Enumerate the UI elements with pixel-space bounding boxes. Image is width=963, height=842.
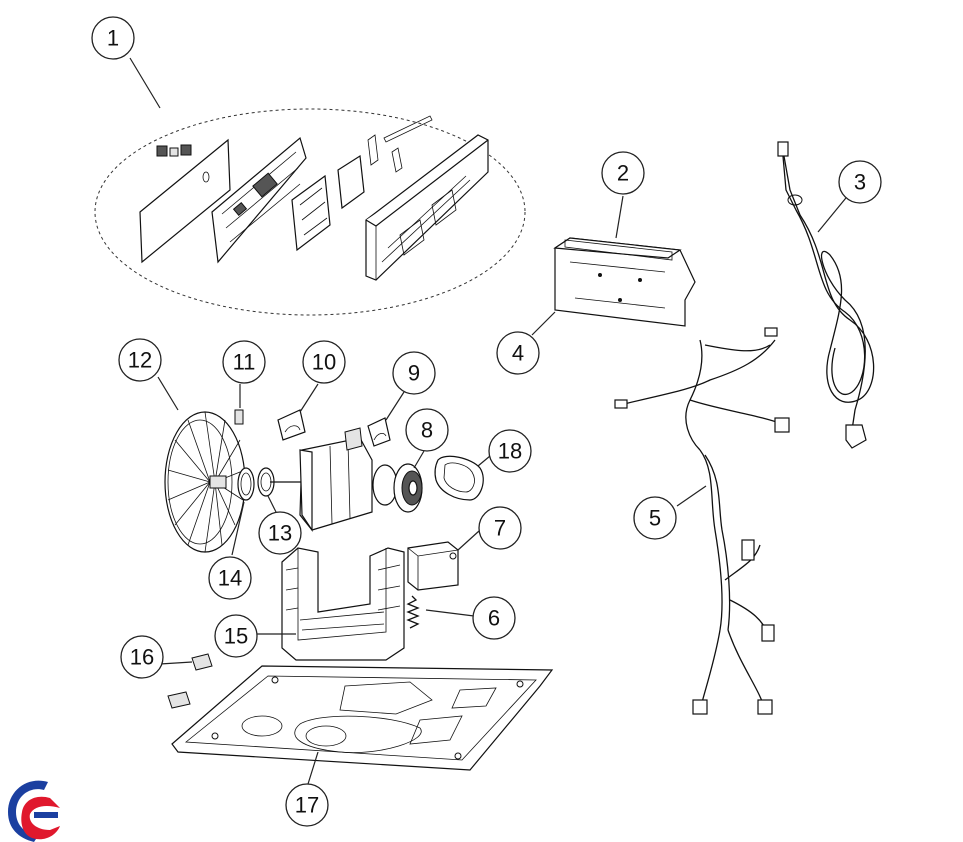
callout-16: 16 bbox=[120, 635, 164, 679]
callout-6-number: 6 bbox=[488, 606, 500, 631]
callout-2-number: 2 bbox=[617, 161, 629, 186]
brand-logo bbox=[8, 780, 60, 842]
part-10-clamp bbox=[277, 409, 306, 441]
part-7-bracket bbox=[407, 541, 459, 591]
part-18-belt bbox=[434, 455, 484, 501]
callout-12-number: 12 bbox=[128, 348, 152, 373]
callout-14-number: 14 bbox=[218, 566, 242, 591]
part-12-fan-impeller bbox=[164, 411, 246, 553]
callout-11: 11 bbox=[222, 340, 266, 384]
callout-2: 2 bbox=[601, 151, 645, 195]
callout-18-number: 18 bbox=[498, 439, 522, 464]
part-3-power-cord bbox=[777, 141, 875, 449]
callout-4: 4 bbox=[496, 331, 540, 375]
part-2-4-electronic-module bbox=[553, 237, 696, 327]
motor bbox=[270, 427, 398, 532]
callout-5-number: 5 bbox=[649, 506, 661, 531]
part-17-base-plate bbox=[171, 665, 554, 771]
part-16-feet bbox=[167, 653, 213, 709]
part-8-pulley bbox=[393, 463, 423, 513]
part-15-motor-cradle bbox=[281, 547, 405, 661]
callout-6: 6 bbox=[472, 596, 516, 640]
part-11-screw bbox=[234, 409, 244, 425]
callout-15-number: 15 bbox=[224, 624, 248, 649]
callout-14: 14 bbox=[208, 556, 252, 600]
callout-18: 18 bbox=[488, 429, 532, 473]
part-1-control-panel-assembly bbox=[94, 108, 526, 316]
callout-12: 12 bbox=[118, 338, 162, 382]
callout-10-number: 10 bbox=[312, 350, 336, 375]
callout-17-number: 17 bbox=[295, 793, 319, 818]
callout-8-number: 8 bbox=[421, 418, 433, 443]
callout-9: 9 bbox=[392, 351, 436, 395]
callout-17: 17 bbox=[285, 783, 329, 827]
part-14-ring bbox=[237, 467, 255, 501]
part-6-spring bbox=[406, 595, 420, 629]
callout-3-number: 3 bbox=[854, 170, 866, 195]
part-5-wiring-harness bbox=[614, 327, 790, 715]
callout-7: 7 bbox=[478, 506, 522, 550]
callout-7-number: 7 bbox=[494, 516, 506, 541]
callout-1-number: 1 bbox=[107, 26, 119, 51]
callout-3: 3 bbox=[838, 160, 882, 204]
callout-1: 1 bbox=[91, 16, 135, 60]
callout-15: 15 bbox=[214, 614, 258, 658]
part-9-clamp bbox=[367, 417, 391, 447]
callout-8: 8 bbox=[405, 408, 449, 452]
callout-13-number: 13 bbox=[268, 521, 292, 546]
callout-11-number: 11 bbox=[233, 350, 256, 375]
callout-10: 10 bbox=[302, 340, 346, 384]
callout-9-number: 9 bbox=[408, 361, 420, 386]
callout-4-number: 4 bbox=[512, 341, 524, 366]
callout-13: 13 bbox=[258, 511, 302, 555]
callout-5: 5 bbox=[633, 496, 677, 540]
callout-16-number: 16 bbox=[130, 645, 154, 670]
